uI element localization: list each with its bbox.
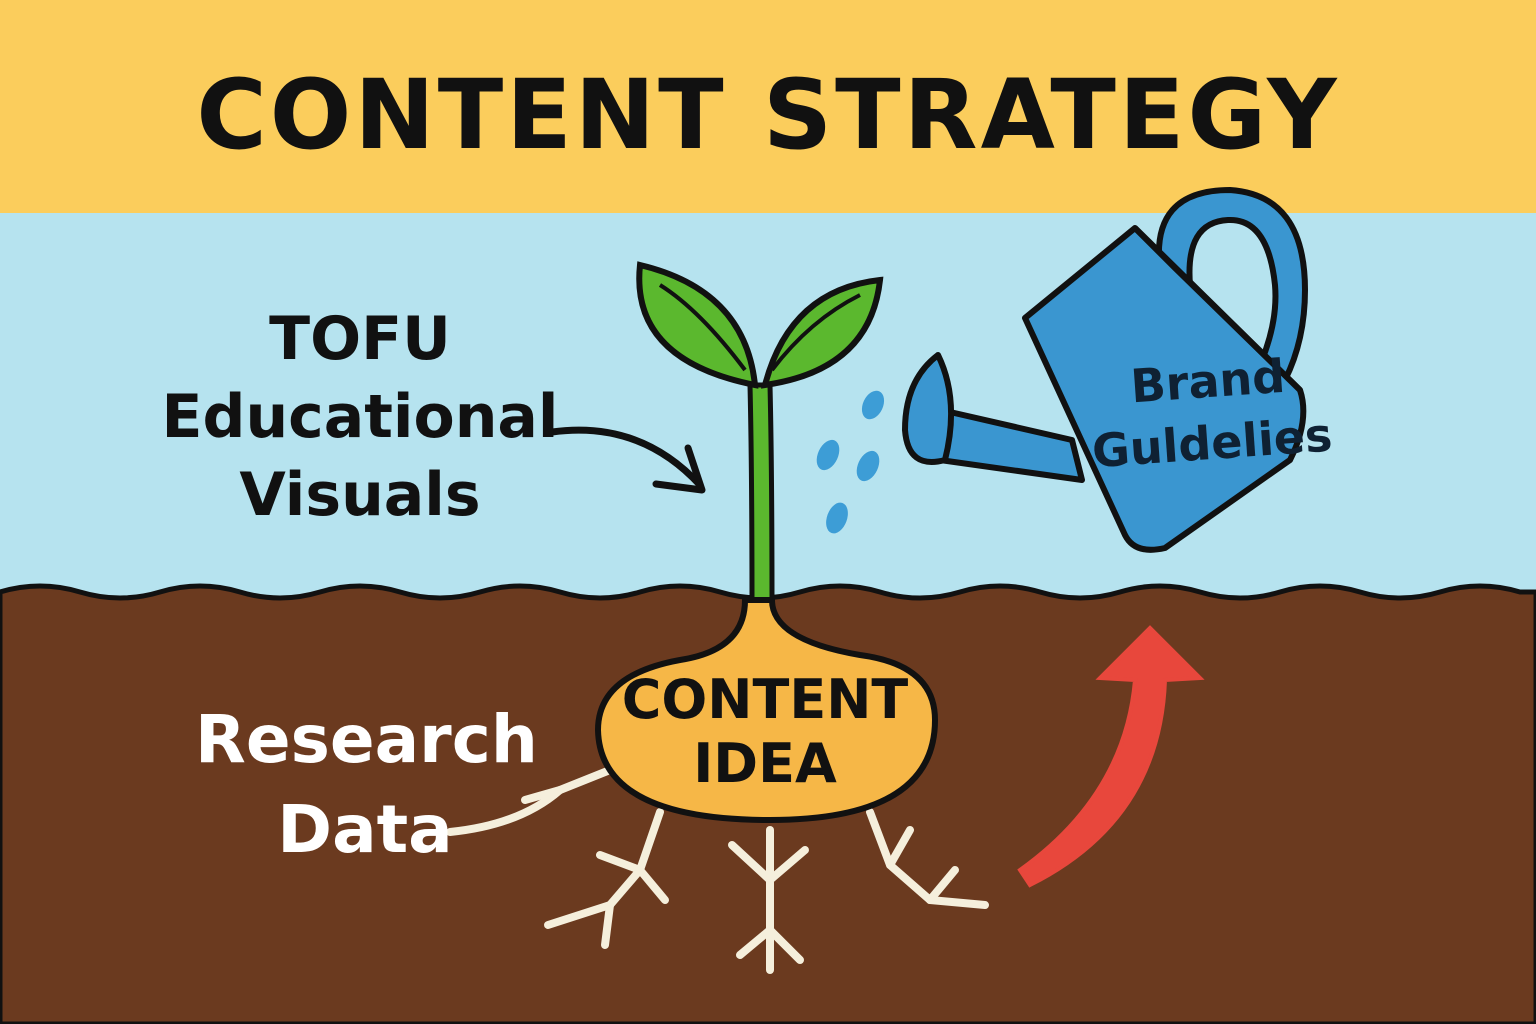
root [766, 926, 804, 964]
root [728, 841, 774, 884]
tofu-label-line: Educational [161, 382, 559, 452]
tofu-label-line: TOFU [269, 304, 451, 374]
content-idea-seed [594, 597, 939, 824]
can-lid [1132, 225, 1303, 393]
water-drop [856, 450, 880, 482]
root [636, 866, 669, 904]
water-drops [816, 390, 885, 534]
research-label-line: Data [277, 791, 453, 868]
root [736, 926, 774, 959]
sprout-icon [636, 261, 759, 389]
brand-guidelines-label: Brand Guldelies [1046, 339, 1374, 485]
can-handle [1155, 187, 1308, 383]
title-banner [0, 0, 1536, 213]
idea-label-line: CONTENT [621, 668, 909, 731]
pointer-arrow [548, 426, 704, 489]
root [926, 896, 989, 909]
growth-arrow-icon [1017, 625, 1205, 888]
roots [446, 766, 989, 974]
page-title: CONTENT STRATEGY [196, 59, 1340, 171]
pointer-arrow-head [652, 444, 706, 494]
leaf-vein [658, 283, 747, 372]
tofu-label-line: Visuals [239, 460, 481, 530]
root [766, 846, 809, 884]
can-body [1022, 225, 1307, 553]
plant-stem [747, 382, 775, 611]
root [544, 901, 614, 929]
idea-label-line: IDEA [693, 732, 837, 795]
root [596, 851, 644, 874]
sprout-leaf-right [760, 276, 884, 389]
water-drop [816, 439, 840, 471]
can-rose [902, 352, 955, 465]
root [601, 901, 614, 949]
water-drop [826, 502, 848, 534]
research-label-line: Research [195, 701, 538, 778]
water-drop [861, 390, 885, 420]
research-data-label: Research Data [195, 695, 538, 875]
root [886, 826, 914, 869]
content-idea-label: CONTENT IDEA [605, 668, 925, 796]
leaf-vein [770, 293, 861, 372]
research-root-tail [446, 786, 564, 836]
watering-can-icon [902, 187, 1308, 553]
tofu-label: TOFU Educational Visuals [150, 300, 570, 534]
root [926, 866, 959, 904]
